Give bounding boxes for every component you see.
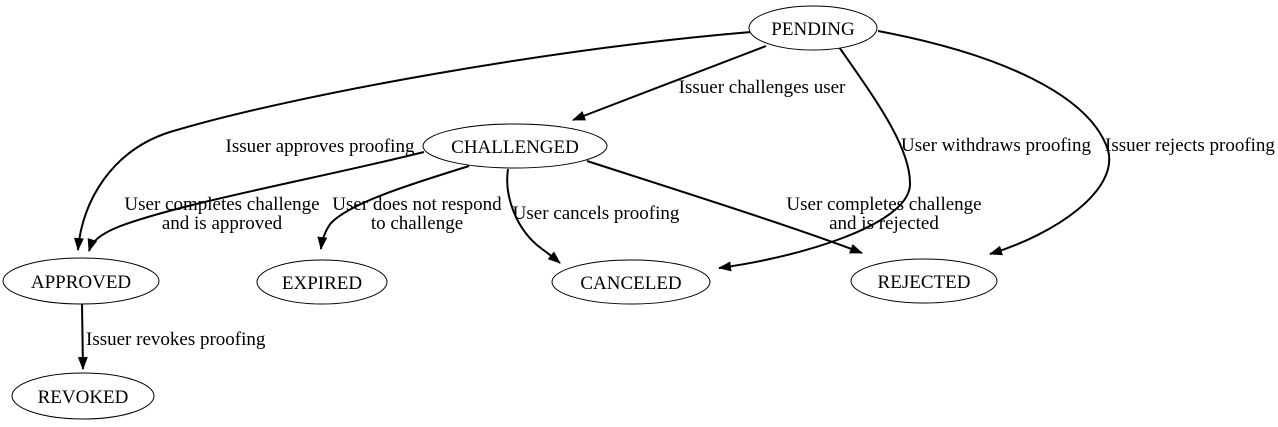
revoked-ellipse	[11, 372, 155, 420]
state-node-approved: APPROVED	[2, 257, 160, 305]
edge-challenged-to-approved: User completes challenge and is approved	[87, 151, 425, 252]
edge-label-issuer-challenges-user: Issuer challenges user	[679, 77, 846, 98]
state-node-expired: EXPIRED	[256, 259, 388, 305]
edge-label-completes-challenge-approved-line2: and is approved	[162, 213, 283, 234]
pending-ellipse	[748, 5, 878, 51]
edge-challenged-rejected-line	[586, 160, 863, 254]
edge-label-issuer-revokes-proofing: Issuer revokes proofing	[86, 329, 266, 350]
state-node-rejected: REJECTED	[850, 258, 998, 304]
edge-pending-to-rejected: Issuer rejects proofing	[877, 30, 1275, 256]
edge-challenged-canceled-line	[506, 168, 561, 264]
edge-pending-canceled-line	[718, 46, 912, 272]
rejected-label: REJECTED	[878, 272, 971, 293]
approved-ellipse	[2, 257, 160, 305]
expired-ellipse	[256, 259, 388, 305]
canceled-label: CANCELED	[580, 273, 681, 294]
edge-pending-to-challenged: Issuer challenges user	[572, 45, 846, 121]
state-node-canceled: CANCELED	[551, 259, 711, 305]
edge-label-issuer-rejects-proofing: Issuer rejects proofing	[1105, 135, 1275, 156]
edge-approved-to-revoked: Issuer revokes proofing	[77, 303, 266, 370]
revoked-label: REVOKED	[38, 387, 129, 408]
edge-label-does-not-respond-line2: to challenge	[371, 213, 463, 234]
edge-challenged-to-expired: User does not respond to challenge	[317, 165, 502, 250]
edge-challenged-approved-line	[87, 151, 425, 252]
approved-label: APPROVED	[31, 272, 131, 293]
edge-pending-approved-line	[73, 31, 752, 251]
edge-label-does-not-respond-line1: User does not respond	[332, 194, 502, 215]
edge-pending-to-canceled: User withdraws proofing	[718, 46, 1091, 272]
expired-label: EXPIRED	[282, 273, 362, 294]
edge-label-completes-challenge-rejected-line1: User completes challenge	[786, 194, 981, 215]
edge-challenged-to-canceled: User cancels proofing	[506, 168, 680, 264]
state-node-pending: PENDING	[748, 5, 878, 51]
edge-label-completes-challenge-rejected-line2: and is rejected	[829, 213, 939, 234]
challenged-ellipse	[422, 123, 608, 169]
edge-label-issuer-approves-proofing: Issuer approves proofing	[226, 136, 415, 157]
edge-pending-to-approved: Issuer approves proofing	[73, 31, 752, 251]
canceled-ellipse	[551, 259, 711, 305]
pending-label: PENDING	[771, 19, 855, 40]
edge-label-completes-challenge-approved-line1: User completes challenge	[124, 194, 319, 215]
edge-label-user-cancels-proofing: User cancels proofing	[513, 203, 680, 224]
edge-pending-rejected-line	[877, 30, 1111, 256]
state-node-revoked: REVOKED	[11, 372, 155, 420]
state-node-challenged: CHALLENGED	[422, 123, 608, 169]
edge-label-user-withdraws-proofing: User withdraws proofing	[901, 135, 1091, 156]
edge-approved-revoked-line	[77, 303, 88, 370]
rejected-ellipse	[850, 258, 998, 304]
edge-challenged-to-rejected: User completes challenge and is rejected	[586, 160, 982, 254]
edge-challenged-expired-line	[317, 165, 470, 250]
edge-pending-challenged-line	[572, 45, 767, 121]
challenged-label: CHALLENGED	[451, 137, 579, 158]
